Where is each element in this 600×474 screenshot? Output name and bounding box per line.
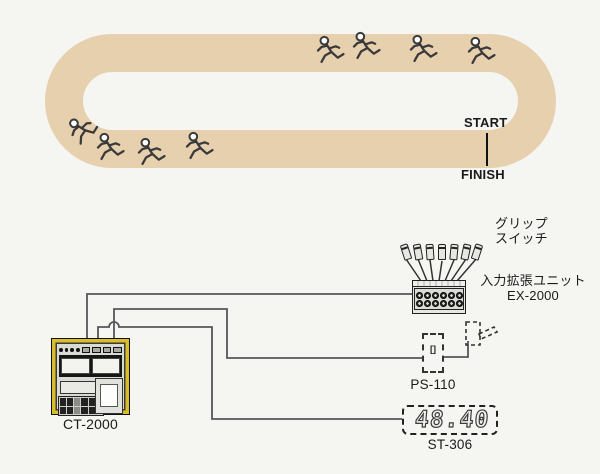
connector-jack-icon <box>102 347 112 353</box>
grip-switch-icon <box>412 243 424 261</box>
keypad-button <box>74 398 81 406</box>
connector-jack-icon <box>92 347 101 353</box>
keypad-button <box>88 406 95 414</box>
ex2000-name-label: 入力拡張ユニット <box>480 273 586 288</box>
ex2000-label: 入力拡張ユニット EX-2000 <box>476 273 590 303</box>
keypad-button <box>81 406 88 414</box>
ex2000-unit <box>412 280 466 314</box>
printer-paper <box>100 384 118 407</box>
keypad-button <box>67 406 74 414</box>
runner-icon <box>349 31 383 65</box>
din-port-icon <box>423 299 431 307</box>
st306-label: ST-306 <box>427 437 473 452</box>
din-port-icon <box>415 291 423 299</box>
keypad-button <box>67 398 74 406</box>
grip-cable <box>429 259 434 282</box>
din-port-icon <box>423 291 431 299</box>
ct2000-small-lcd <box>60 381 98 394</box>
keypad-button <box>60 398 67 406</box>
grip-switch-label-line1: グリップ <box>495 216 548 231</box>
runner-icon <box>134 137 168 171</box>
ct2000-printer <box>95 378 123 414</box>
runner-icon <box>93 132 127 166</box>
din-port-icon <box>455 291 463 299</box>
grip-cable <box>438 260 443 282</box>
din-port-icon <box>415 299 423 307</box>
grip-switch-icon <box>470 243 484 261</box>
wire-ct2000-ex2000 <box>86 293 412 345</box>
running-track <box>45 34 556 168</box>
grip-cable <box>405 258 422 282</box>
keypad-button <box>81 398 88 406</box>
grip-switch-icon <box>449 243 459 261</box>
keypad-button <box>74 406 81 414</box>
connector-jack-icon <box>81 347 91 353</box>
din-port-icon <box>447 291 455 299</box>
ct2000-unit <box>51 338 130 416</box>
grip-switch-icon <box>425 243 435 261</box>
ct2000-connector-row <box>59 346 122 354</box>
start-finish-line <box>486 133 488 166</box>
runner-icon <box>313 35 347 69</box>
grip-switch-icon <box>438 244 446 260</box>
ps110-label: PS-110 <box>410 377 456 392</box>
din-port-icon <box>431 291 439 299</box>
optional-sensor-head-icon <box>477 325 499 341</box>
connector-dot-icon <box>59 348 63 352</box>
grip-switch-label-line2: スイッチ <box>495 231 548 246</box>
ps110-port-glyph: [] <box>430 344 436 354</box>
ct2000-display-bezel <box>59 355 122 377</box>
ct2000-label: CT-2000 <box>62 416 119 432</box>
runner-icon <box>406 34 440 68</box>
din-port-icon <box>447 299 455 307</box>
st306-display-board: 48.40 <box>402 405 498 435</box>
din-port-icon <box>439 291 447 299</box>
grip-cable <box>450 258 467 282</box>
ex2000-model-label: EX-2000 <box>507 288 559 303</box>
keypad-button <box>88 398 95 406</box>
finish-label: FINISH <box>461 167 505 182</box>
connector-dot-icon <box>70 348 75 352</box>
runner-icon <box>182 131 216 165</box>
st306-time-readout: 48.40 <box>413 406 491 433</box>
ct2000-display-window <box>61 358 90 374</box>
track-infield <box>83 72 518 130</box>
din-port-icon <box>455 299 463 307</box>
wire-ct2000-ps110 <box>113 308 422 359</box>
ct2000-face <box>57 344 124 416</box>
din-port-icon <box>431 299 439 307</box>
runner-icon <box>464 36 498 70</box>
ex2000-connector-panel <box>414 288 464 310</box>
ex2000-top-strip <box>413 281 465 287</box>
keypad-button <box>60 406 67 414</box>
connector-dot-icon <box>76 348 80 352</box>
grip-switch-icon <box>399 243 413 261</box>
grip-cable <box>417 258 428 282</box>
start-label: START <box>464 115 508 130</box>
wire-ps110-sensor <box>444 341 469 358</box>
wire-ct2000-st306 <box>97 321 402 420</box>
din-port-icon <box>439 299 447 307</box>
ct2000-display-window <box>91 358 120 374</box>
grip-cable <box>444 259 455 282</box>
grip-switch-label: グリップ スイッチ <box>495 216 548 246</box>
connector-jack-icon <box>113 347 122 353</box>
grip-cable <box>456 257 478 282</box>
connector-dot-icon <box>64 348 69 352</box>
optional-sensor-icon <box>465 321 481 346</box>
ps110-unit: [] <box>422 333 444 373</box>
